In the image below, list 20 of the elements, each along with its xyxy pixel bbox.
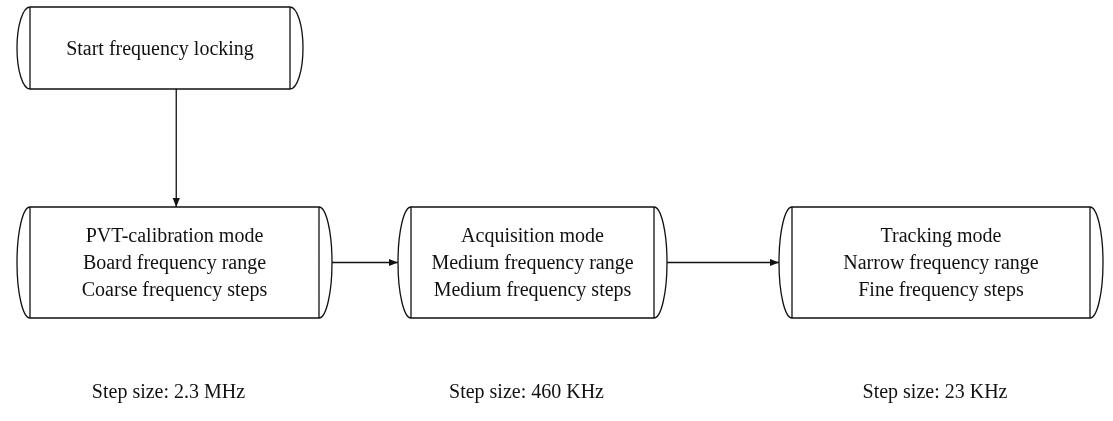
process-box xyxy=(398,207,667,318)
box-text: Medium frequency range xyxy=(431,250,634,276)
box-text: Coarse frequency steps xyxy=(81,277,268,303)
step-size-note: Step size: 2.3 MHz xyxy=(91,380,246,403)
box-text: Fine frequency steps xyxy=(858,277,1024,303)
arrow xyxy=(172,88,180,208)
step-size-note: Step size: 460 KHz xyxy=(449,380,604,403)
process-box xyxy=(17,7,303,89)
box-text: PVT-calibration mode xyxy=(85,223,264,248)
process-box xyxy=(779,207,1103,318)
arrow xyxy=(666,258,780,267)
box-text: Tracking mode xyxy=(880,223,1002,249)
box-text: Board frequency range xyxy=(82,250,267,276)
box-text: Start frequency locking xyxy=(66,35,254,62)
arrow xyxy=(331,258,399,267)
process-box xyxy=(17,207,332,318)
box-text: Medium frequency steps xyxy=(433,277,632,303)
box-text: Acquisition mode xyxy=(461,223,604,249)
step-size-note: Step size: 23 KHz xyxy=(862,380,1008,403)
box-text: Narrow frequency range xyxy=(843,250,1039,276)
